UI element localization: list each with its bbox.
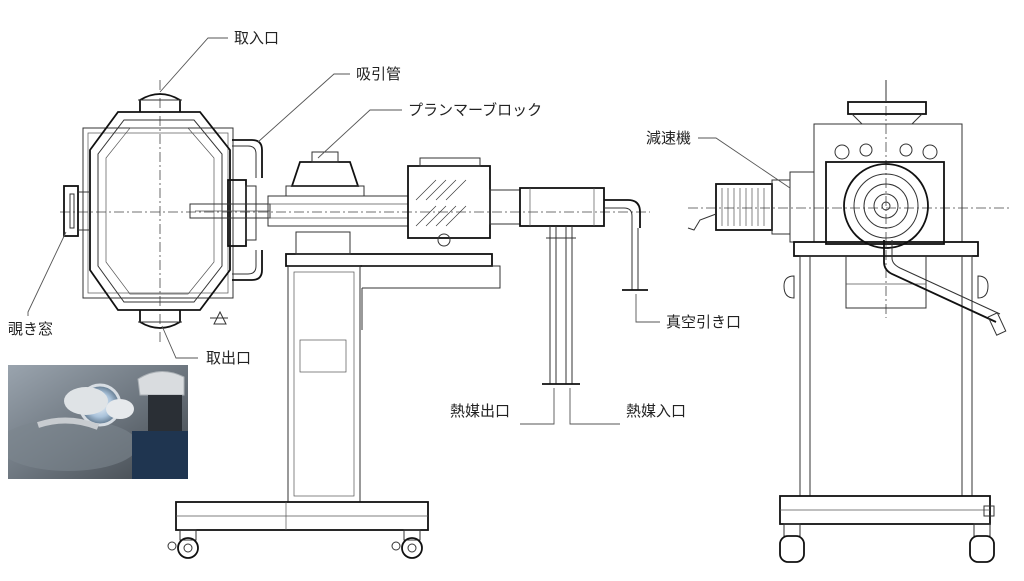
shaft-assembly [267,151,648,385]
label-heat-medium-inlet: 熱媒入口 [626,402,686,420]
caster [391,529,423,559]
end-view [687,80,1010,563]
caster [167,529,199,559]
label-reducer: 減速機 [646,129,691,147]
inspection-photo [8,365,188,479]
caster [969,523,995,563]
vessel-side-view [60,80,650,345]
label-plunger-block: プランマーブロック [408,101,542,119]
label-suction-pipe: 吸引管 [356,65,401,83]
label-vacuum-port: 真空引き口 [666,313,741,331]
label-sight-window: 覗き窓 [8,320,53,338]
label-heat-medium-outlet: 熱媒出口 [450,402,510,420]
caster [779,523,805,563]
label-intake-port: 取入口 [234,29,279,47]
label-discharge-port: 取出口 [206,349,251,367]
left-stand [167,231,501,559]
leader-lines [27,37,791,425]
